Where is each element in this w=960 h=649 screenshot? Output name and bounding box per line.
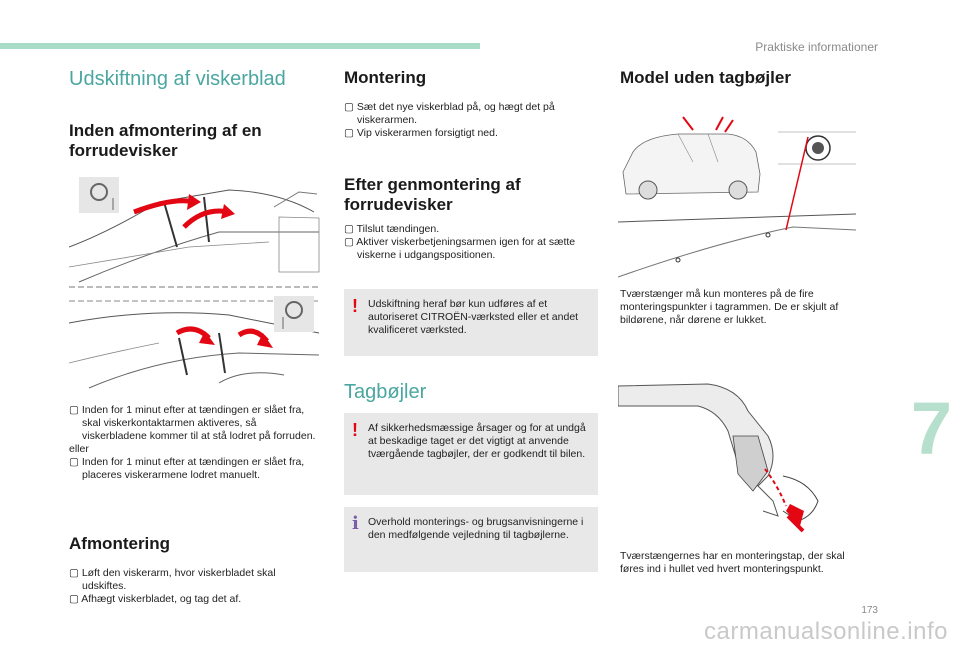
list-item: ▢ Tilslut tændingen. [344,223,440,235]
warning-box: ! Udskiftning heraf bør kun udføres af e… [344,289,598,356]
info-text: Overhold monterings- og brugsanvisninger… [368,516,584,541]
checkbox-bullet-icon: ▢ [69,567,82,579]
page-title: Udskiftning af viskerblad [69,68,286,90]
mounting-pin-illustration [618,376,862,546]
wiper-illustration-1 [69,172,321,288]
bullets-installation: ▢ Sæt det nye viskerblad på, og hægt det… [344,101,594,140]
heading-before-removal: Inden afmontering af en forrudevisker [69,121,262,160]
checkbox-bullet-icon: ▢ [69,593,82,605]
chapter-number: 7 [910,387,952,470]
checkbox-bullet-icon: ▢ [344,223,357,235]
caption-mounting-pin: Tværstængernes har en monteringstap, der… [620,550,845,575]
bullets-removal: ▢ Løft den viskerarm, hvor viskerbladet … [69,567,321,606]
checkbox-bullet-icon: ▢ [344,101,357,113]
bullets-after-installation: ▢ Tilslut tændingen. ▢ Aktiver viskerbet… [344,223,594,262]
checkbox-bullet-icon: ▢ [69,404,82,416]
wiper-illustration-2 [69,293,321,397]
heading-installation: Montering [344,68,427,87]
checkbox-bullet-icon: ▢ [344,127,357,139]
list-item: ▢ Afhægt viskerbladet, og tag det af. [69,593,242,605]
list-item: ▢ Inden for 1 minut efter at tændingen e… [69,404,316,442]
list-item: ▢ Vip viskerarmen forsigtigt ned. [344,127,498,139]
list-item: ▢ Aktiver viskerbetjeningsarmen igen for… [344,236,576,261]
info-icon: i [352,513,359,534]
section-title: Praktiske informationer [755,40,878,54]
warning-text: Udskiftning heraf bør kun udføres af et … [368,298,579,336]
exclamation-icon: ! [352,296,358,316]
bullets-before-removal: ▢ Inden for 1 minut efter at tændingen e… [69,404,321,482]
list-item: ▢ Sæt det nye viskerblad på, og hægt det… [344,101,555,126]
exclamation-icon: ! [352,420,358,440]
heading-after-installation: Efter genmontering af forrudevisker [344,175,521,214]
list-item: ▢ Løft den viskerarm, hvor viskerbladet … [69,567,276,592]
roof-bars-title: Tagbøjler [344,381,427,403]
info-box: i Overhold monterings- og brugsanvisning… [344,507,598,572]
caption-mount-points: Tværstænger må kun monteres på de fire m… [620,288,839,326]
red-curved-arrow-icon [133,198,195,215]
roof-rail-illustration [618,112,862,282]
list-item: ▢ Inden for 1 minut efter at tændingen e… [69,456,305,481]
or-text: eller [69,443,89,455]
page-number: 173 [861,605,878,616]
warning-box: ! Af sikkerhedsmæssige årsager og for at… [344,413,598,495]
heading-model-without-bars: Model uden tagbøjler [620,68,791,87]
checkbox-bullet-icon: ▢ [69,456,82,468]
header-accent-bar [0,43,480,49]
watermark: carmanualsonline.info [704,618,948,645]
warning-text: Af sikkerhedsmæssige årsager og for at u… [368,422,586,460]
checkbox-bullet-icon: ▢ [344,236,357,248]
heading-removal: Afmontering [69,534,171,553]
